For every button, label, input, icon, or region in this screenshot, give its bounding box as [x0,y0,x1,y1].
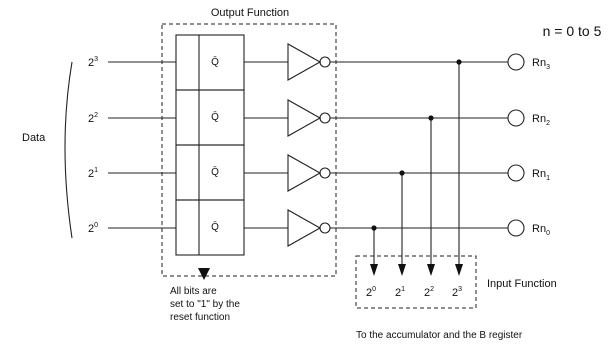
q-bar-output: Q̄ [211,165,219,178]
pin-label: Rn0 [532,223,550,237]
output-function-box [161,23,337,277]
inverter-gate [287,43,322,81]
junction-dot [456,59,462,65]
q-bar-output: Q̄ [211,220,219,233]
inverter-bubble [319,167,331,179]
data-bit-label: 22 [88,112,98,125]
reset-arrow-icon [198,268,210,280]
latch-block [175,144,245,201]
q-bar-output: Q̄ [211,110,219,123]
inverter-bubble [319,56,331,68]
input-bit-label: 20 [366,286,376,299]
junction-dot [399,170,405,176]
inverter-gate [287,99,322,137]
reset-note-line: All bits are [170,286,217,297]
reset-note-line: set to "1" by the [170,299,240,310]
output-pin-icon [507,219,525,237]
input-function-box [355,255,477,309]
reset-note-line: reset function [170,312,230,323]
pin-label: Rn2 [532,113,550,127]
input-bit-label: 21 [395,286,405,299]
inverter-gate [287,209,322,247]
input-bit-label: 22 [424,286,434,299]
input-bit-label: 23 [452,286,462,299]
input-function-label: Input Function [487,278,557,290]
data-bit-label: 20 [88,222,98,235]
output-pin-icon [507,53,525,71]
junction-dot [428,115,434,121]
latch-block [175,89,245,146]
output-pin-icon [507,164,525,182]
latch-block [175,34,245,91]
latch-block [175,199,245,256]
inverter-bubble [319,222,331,234]
bottom-destination-label: To the accumulator and the B register [356,330,523,341]
down-arrow-icon [427,264,435,276]
data-bit-label: 23 [88,56,98,69]
data-label: Data [22,132,46,144]
q-bar-output: Q̄ [211,55,219,68]
output-function-title: Output Function [211,7,289,19]
data-bit-label: 21 [88,167,98,180]
down-arrow-icon [370,264,378,276]
inverter-bubble [319,112,331,124]
data-bracket [64,61,73,239]
output-pin-icon [507,109,525,127]
down-arrow-icon [455,264,463,276]
inverter-gate [287,154,322,192]
pin-label: Rn3 [532,57,550,71]
down-arrow-icon [398,264,406,276]
inverter-gates [287,43,331,247]
junction-dot [371,225,377,231]
latch-blocks [175,34,245,256]
pin-label: Rn1 [532,168,550,182]
range-note: n = 0 to 5 [543,23,602,39]
